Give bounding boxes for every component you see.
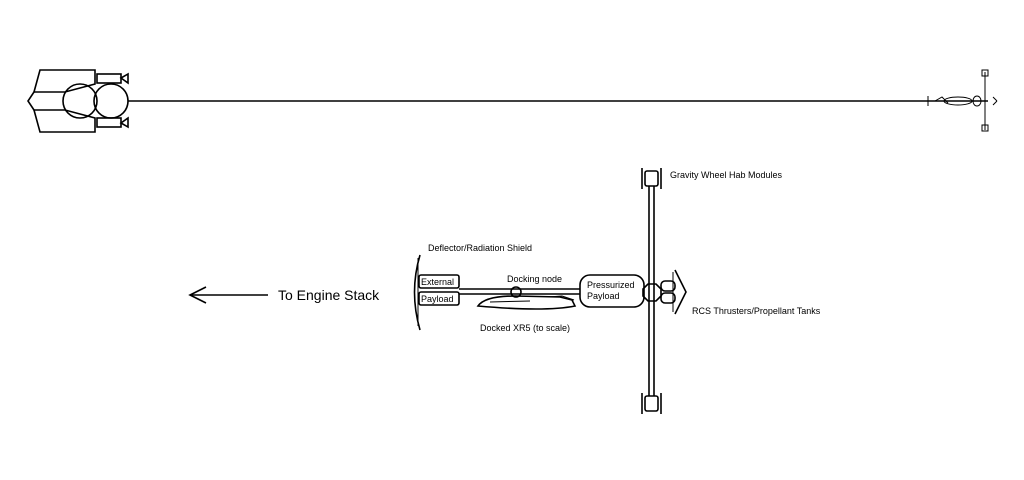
- docked-xr5-label: Docked XR5 (to scale): [480, 323, 570, 333]
- pressurized-payload-label: Payload: [587, 291, 620, 301]
- gravity-wheel-label: Gravity Wheel Hab Modules: [670, 170, 783, 180]
- external-label: External: [421, 277, 454, 287]
- deflector-label: Deflector/Radiation Shield: [428, 243, 532, 253]
- docking-node: [510, 286, 522, 298]
- xr5-shuttle-icon: [476, 295, 577, 310]
- rcs-label: RCS Thrusters/Propellant Tanks: [692, 306, 821, 316]
- pressurized-label: Pressurized: [587, 280, 635, 290]
- engine-stack-label: To Engine Stack: [278, 287, 380, 303]
- external-box: [418, 274, 460, 289]
- payload-box: [418, 291, 460, 306]
- rcs-thrusters: [660, 269, 687, 315]
- overview-shield: [32, 69, 96, 93]
- hab-module-top: [641, 168, 662, 189]
- arrow-left-icon: [188, 286, 268, 304]
- docking-node-label: Docking node: [507, 274, 562, 284]
- hab-module-bottom: [641, 393, 662, 414]
- overview-tank-right: [93, 83, 129, 119]
- ship-overview: [27, 69, 998, 133]
- overview-hab-end: [927, 69, 998, 132]
- pressurized-payload-box: [579, 274, 645, 308]
- payload-label: Payload: [421, 294, 454, 304]
- overview-tank-left: [62, 83, 98, 119]
- gravity-wheel-hub: [642, 283, 662, 302]
